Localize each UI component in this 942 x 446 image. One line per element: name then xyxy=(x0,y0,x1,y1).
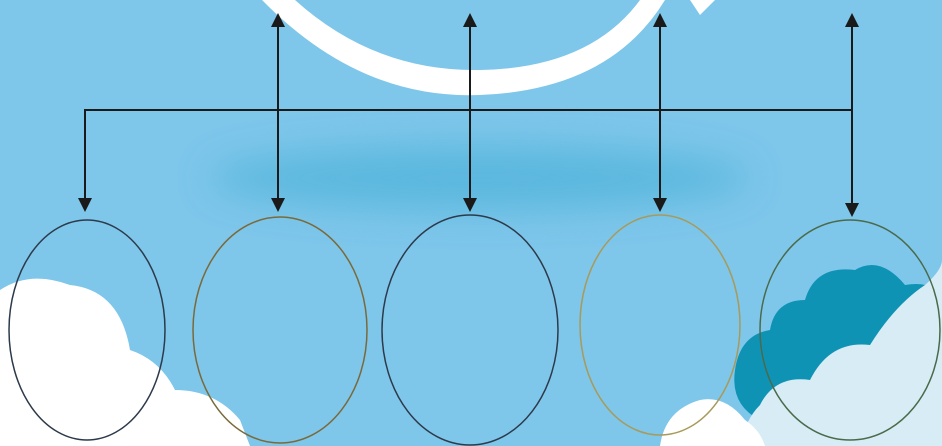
glow-band xyxy=(210,146,750,210)
